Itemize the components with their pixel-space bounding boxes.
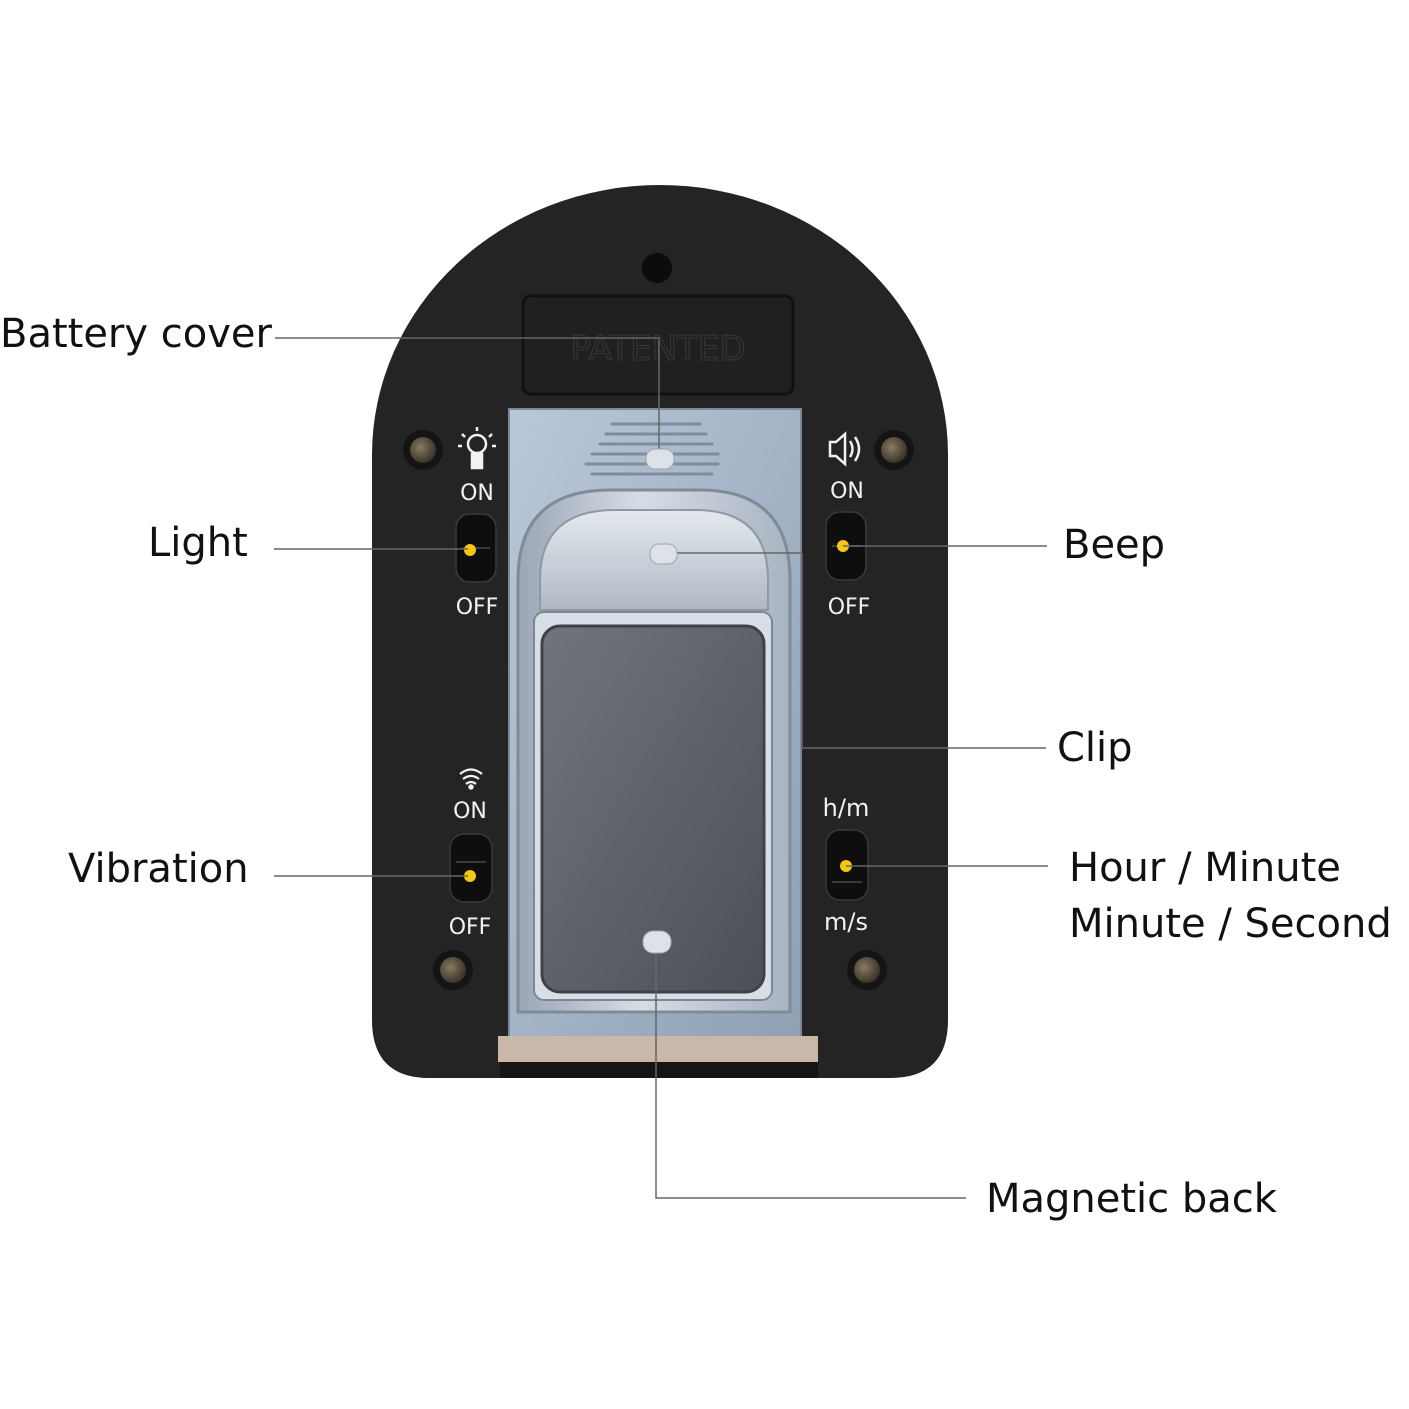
light-switch-group: ON OFF (455, 427, 499, 620)
leader-lines (274, 337, 1048, 1199)
magnetic-back-leader (655, 942, 966, 1199)
clip-bottom-edge (498, 1036, 818, 1062)
time-mode-top-label: h/m (823, 794, 870, 822)
callout-battery-cover: Battery cover (0, 311, 272, 357)
callout-light: Light (148, 520, 248, 566)
vibration-icon (459, 768, 483, 790)
patented-emboss: PATENTED (570, 329, 745, 369)
light-switch-knob[interactable] (464, 544, 476, 556)
speaker-icon (828, 431, 861, 467)
callout-beep: Beep (1063, 522, 1166, 568)
bulb-icon (458, 427, 496, 470)
magnetic-back-marker (642, 930, 672, 954)
callout-minute-second: Minute / Second (1069, 901, 1392, 947)
callout-magnetic-back: Magnetic back (986, 1176, 1277, 1222)
clip-leader (801, 553, 1046, 749)
vibration-switch-group: ON OFF (449, 768, 493, 940)
clip-marker (649, 543, 678, 565)
screw (854, 957, 880, 983)
beep-on-label: ON (830, 479, 864, 504)
callout-vibration: Vibration (68, 846, 249, 892)
screw (881, 437, 907, 463)
battery-cover-leader (275, 337, 660, 458)
clip-bottom-shadow (500, 1062, 818, 1078)
vibration-on-label: ON (453, 799, 487, 824)
vibration-switch-slot[interactable] (449, 833, 493, 903)
light-on-label: ON (460, 481, 494, 506)
battery-cover-marker (645, 448, 675, 470)
screw (410, 437, 436, 463)
time-mode-switch-group: h/m m/s (823, 794, 870, 936)
screw (440, 957, 466, 983)
vibration-switch-knob[interactable] (464, 870, 476, 882)
vibration-off-label: OFF (449, 915, 492, 940)
beep-off-label: OFF (828, 595, 871, 620)
leader-markers (642, 448, 678, 954)
callout-time-mode: Hour / Minute Minute / Second (1069, 840, 1392, 952)
time-mode-bottom-label: m/s (824, 908, 868, 936)
light-off-label: OFF (456, 595, 499, 620)
screws (403, 430, 914, 990)
hang-hole (642, 253, 672, 283)
magnet-block (540, 624, 766, 994)
callout-hour-minute: Hour / Minute (1069, 845, 1341, 891)
battery-cover (521, 294, 795, 396)
callout-clip: Clip (1057, 725, 1133, 771)
